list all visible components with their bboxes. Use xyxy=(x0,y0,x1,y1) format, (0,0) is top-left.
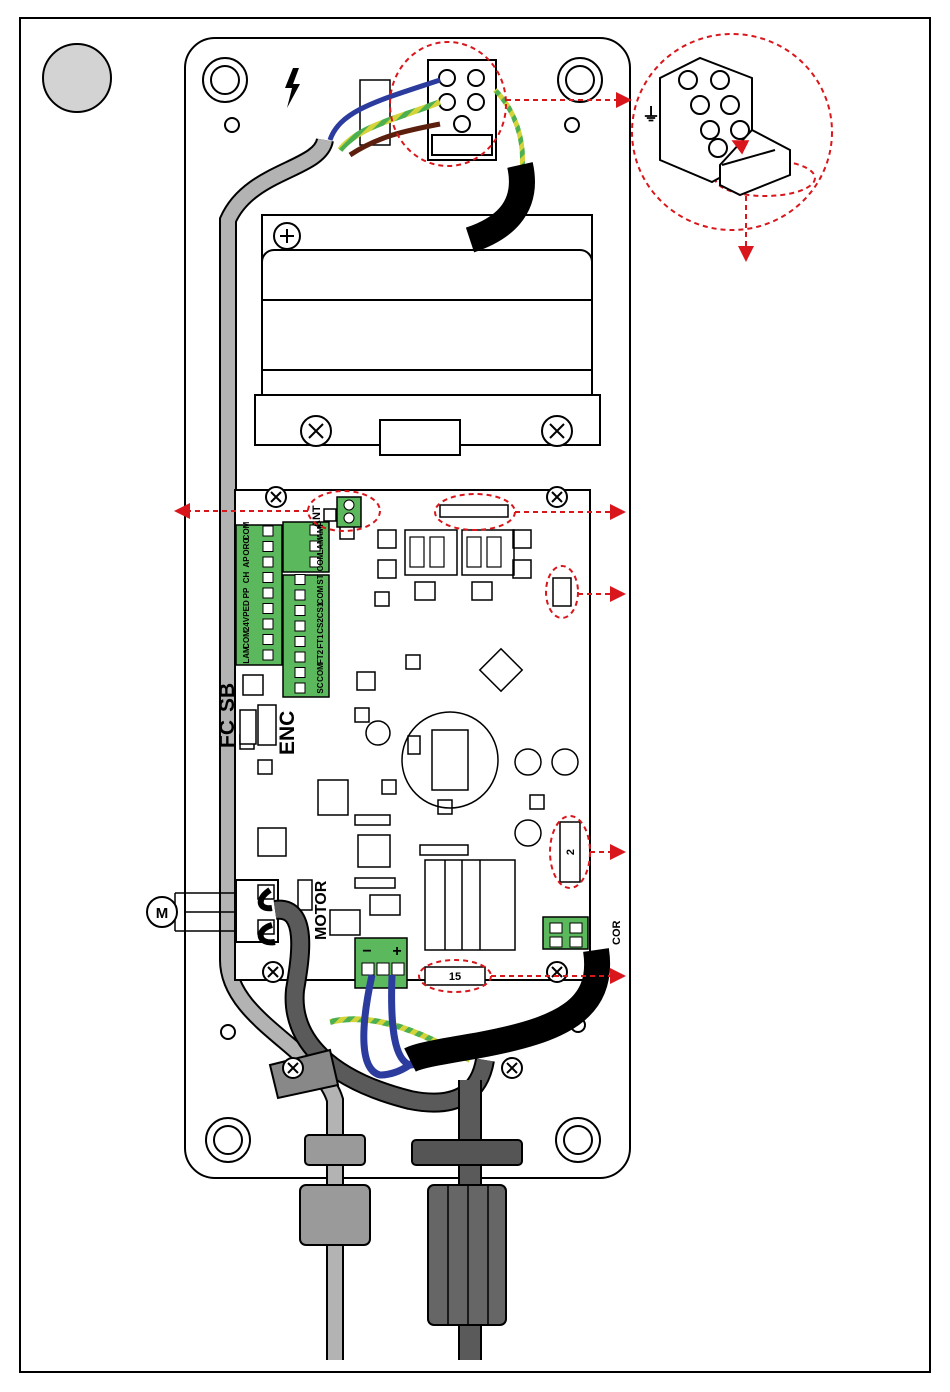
terminal-screw xyxy=(263,557,273,567)
terminal-screw xyxy=(295,590,305,600)
terminal-screw xyxy=(295,683,305,693)
earth-icon: ⏚ xyxy=(642,105,660,125)
motor-label: MOTOR xyxy=(313,880,330,940)
terminal-label: PED xyxy=(242,600,251,617)
terminal-screw xyxy=(295,637,305,647)
terminal-label: 24V xyxy=(242,616,251,631)
terminal-screw xyxy=(295,606,305,616)
terminal-screw xyxy=(263,573,273,583)
terminal-label: FT2 xyxy=(316,649,325,664)
fuse-callout-15: 15 xyxy=(425,967,485,985)
callout-15-label: 15 xyxy=(449,971,461,983)
terminal-label: COM xyxy=(242,521,251,540)
callout-2-label: 2 xyxy=(565,849,577,855)
terminal-screw xyxy=(263,635,273,645)
terminal-screw xyxy=(295,652,305,662)
terminal-label: COM xyxy=(242,630,251,649)
enc-label: ENC xyxy=(276,711,299,755)
terminal-screw xyxy=(263,619,273,629)
terminal-screw xyxy=(263,650,273,660)
terminal-screw xyxy=(263,604,273,614)
terminal-screw xyxy=(295,621,305,631)
battery-connector: − + xyxy=(355,938,407,988)
step-circle xyxy=(43,44,111,112)
minus-label: − xyxy=(362,943,371,960)
terminal-block-detail xyxy=(660,58,790,195)
terminal-screw xyxy=(263,542,273,552)
terminal-label: ST xyxy=(316,574,325,584)
terminal-label: COM xyxy=(316,663,325,682)
fuse-callout-2: 2 xyxy=(560,822,580,882)
motor-symbol-label: M xyxy=(156,905,169,922)
terminal-screw xyxy=(295,575,305,585)
terminal-screw xyxy=(263,588,273,598)
terminal-label: CH xyxy=(242,572,251,584)
plus-label: + xyxy=(392,943,401,960)
cor-label: COR xyxy=(611,921,623,946)
terminal-label: FT1 xyxy=(316,634,325,649)
terminal-label: COM xyxy=(316,585,325,604)
terminal-screw xyxy=(263,526,273,536)
terminal-label: PP xyxy=(242,587,251,598)
terminal-label: AP xyxy=(242,556,251,568)
cor-connector: COR xyxy=(543,917,623,949)
fc-label: FC xyxy=(216,720,239,748)
terminal-label: SC xyxy=(316,682,325,693)
sb-label: SB xyxy=(216,683,239,712)
terminal-label: CS2 xyxy=(316,618,325,634)
terminal-screw xyxy=(295,668,305,678)
